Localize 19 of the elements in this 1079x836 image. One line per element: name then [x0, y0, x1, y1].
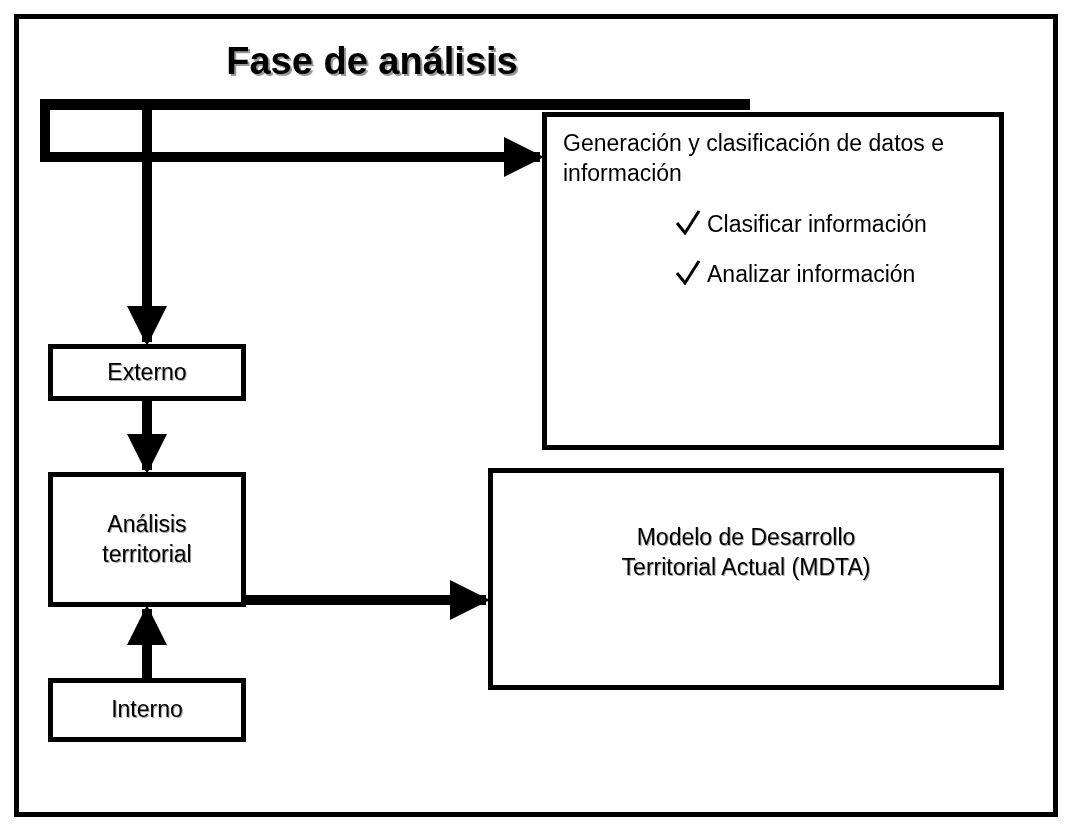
box-label: Análisis territorial — [101, 509, 193, 569]
arrow — [246, 580, 490, 620]
box-label: Interno — [111, 695, 183, 725]
list-item: Clasificar información — [707, 211, 927, 239]
box-heading: Generación y clasificación de datos e información — [563, 129, 945, 188]
diagram-title: Fase de análisis — [225, 40, 519, 83]
process-box — [48, 472, 246, 607]
box-label: Modelo de Desarrollo Territorial Actual (MDTA) — [620, 523, 872, 582]
arrow — [40, 110, 544, 177]
process-box — [488, 468, 1004, 690]
process-box — [48, 678, 246, 742]
bracket-bar — [40, 99, 750, 110]
box-label: Externo — [107, 357, 187, 387]
arrow — [127, 401, 167, 474]
process-box — [542, 112, 1004, 450]
arrow — [127, 110, 167, 346]
process-box — [48, 344, 246, 401]
arrow — [127, 605, 167, 678]
list-item: Analizar información — [707, 261, 916, 289]
